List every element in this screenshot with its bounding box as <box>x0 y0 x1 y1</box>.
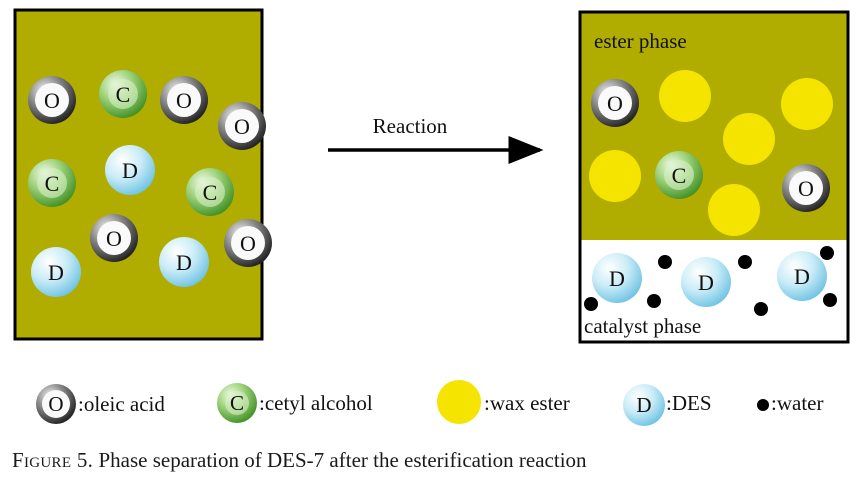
molecule-letter: C <box>672 163 687 188</box>
des-icon <box>623 384 665 426</box>
legend-cetyl-alcohol: C :cetyl alcohol <box>217 383 373 423</box>
des-molecule: D <box>681 257 731 307</box>
legend-wax-ester: :wax ester <box>437 380 570 424</box>
cetyl-alcohol-molecule: C <box>99 70 147 118</box>
cetyl-alcohol-molecule: C <box>655 151 703 199</box>
molecule-letter: D <box>698 270 714 295</box>
oleic-acid-molecule: O <box>782 164 830 212</box>
molecule-letter: O <box>607 91 623 116</box>
water-icon <box>757 399 769 411</box>
water-dot <box>754 302 768 316</box>
legend: O :oleic acid C :cetyl alcohol :wax este… <box>36 380 823 426</box>
des-molecule: D <box>777 251 827 301</box>
legend-label: :DES <box>666 391 712 415</box>
des-molecule: D <box>159 237 209 287</box>
des-molecule: D <box>31 247 81 297</box>
right-panel-frame <box>578 10 850 344</box>
molecule-letter: O <box>240 231 256 256</box>
molecule-letter: D <box>794 264 810 289</box>
oleic-acid-molecule: O <box>90 214 138 262</box>
right-separated-phases-panel: ester phase O C O D D D <box>578 10 850 344</box>
molecule-letter: C <box>230 391 244 415</box>
left-reaction-mixture-panel: O C O O C D C O <box>13 8 272 341</box>
molecule-letter: D <box>176 250 192 275</box>
water-dot <box>823 293 837 307</box>
wax-ester-droplet <box>723 113 775 165</box>
oleic-acid-molecule: O <box>224 219 272 267</box>
wax-ester-droplet <box>589 150 641 202</box>
molecule-letter: C <box>116 82 131 107</box>
oleic-acid-molecule: O <box>160 76 208 124</box>
reaction-label: Reaction <box>373 114 448 138</box>
molecule-letter: D <box>48 260 64 285</box>
oleic-acid-molecule: O <box>218 102 266 150</box>
legend-label: :water <box>771 391 823 415</box>
water-dot <box>647 294 661 308</box>
water-dot <box>584 297 598 311</box>
des-molecule: D <box>592 253 642 303</box>
oleic-acid-molecule: O <box>591 79 639 127</box>
wax-ester-droplet <box>708 184 760 236</box>
wax-ester-droplet <box>781 78 833 130</box>
wax-ester-droplet <box>659 70 711 122</box>
catalyst-phase-label: catalyst phase <box>584 314 701 338</box>
molecule-letter: O <box>176 88 192 113</box>
caption-text: Phase separation of DES-7 after the este… <box>93 448 587 472</box>
molecule-letter: D <box>609 266 625 291</box>
ester-phase-label: ester phase <box>594 29 687 53</box>
figure-caption: Figure 5. Phase separation of DES-7 afte… <box>12 448 587 473</box>
legend-label: :cetyl alcohol <box>259 391 373 415</box>
figure-number: Figure 5. <box>12 448 94 472</box>
reaction-arrow: Reaction <box>328 114 544 164</box>
molecule-letter: O <box>44 88 60 113</box>
water-dot <box>738 255 752 269</box>
molecule-letter: C <box>203 180 218 205</box>
legend-water: :water <box>757 391 823 415</box>
cetyl-alcohol-molecule: C <box>186 168 234 216</box>
des-molecule: D <box>105 145 155 195</box>
cetyl-alcohol-molecule: C <box>28 159 76 207</box>
water-dot <box>820 246 834 260</box>
molecule-letter: C <box>45 171 60 196</box>
molecule-letter: D <box>636 393 651 417</box>
legend-label: :oleic acid <box>78 392 165 416</box>
molecule-letter: D <box>122 158 138 183</box>
wax-ester-icon <box>437 380 481 424</box>
oleic-acid-molecule: O <box>28 76 76 124</box>
legend-oleic-acid: O :oleic acid <box>36 384 165 424</box>
legend-des: D :DES <box>623 384 712 426</box>
molecule-letter: O <box>106 226 122 251</box>
legend-label: :wax ester <box>484 391 570 415</box>
water-dot <box>658 255 672 269</box>
molecule-letter: O <box>48 392 63 416</box>
molecule-letter: O <box>234 114 250 139</box>
molecule-letter: O <box>798 176 814 201</box>
